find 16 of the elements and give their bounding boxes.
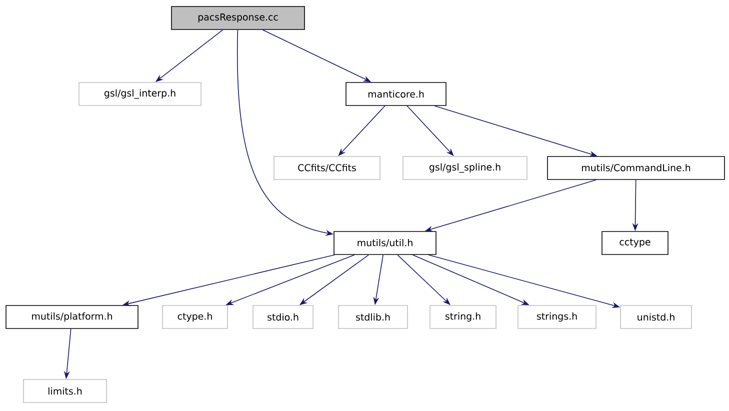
file-box: limits.h	[23, 379, 107, 403]
file-box: CCfits/CCfits	[274, 156, 380, 180]
file-box: stdio.h	[252, 305, 314, 329]
file-box: strings.h	[518, 305, 596, 329]
file-box: gsl/gsl_interp.h	[78, 82, 202, 106]
file-box: string.h	[430, 305, 496, 329]
file-box: gsl/gsl_spline.h	[402, 156, 528, 180]
file-box: manticore.h	[346, 82, 446, 106]
file-box: mutils/CommandLine.h	[547, 156, 725, 180]
file-box: cctype	[602, 231, 668, 255]
file-box: mutils/platform.h	[6, 305, 138, 329]
file-box: pacsResponse.cc	[171, 6, 305, 30]
file-box: stdlib.h	[338, 305, 408, 329]
file-box: ctype.h	[162, 305, 228, 329]
file-box: unistd.h	[620, 305, 692, 329]
file-box: mutils/util.h	[334, 231, 436, 255]
